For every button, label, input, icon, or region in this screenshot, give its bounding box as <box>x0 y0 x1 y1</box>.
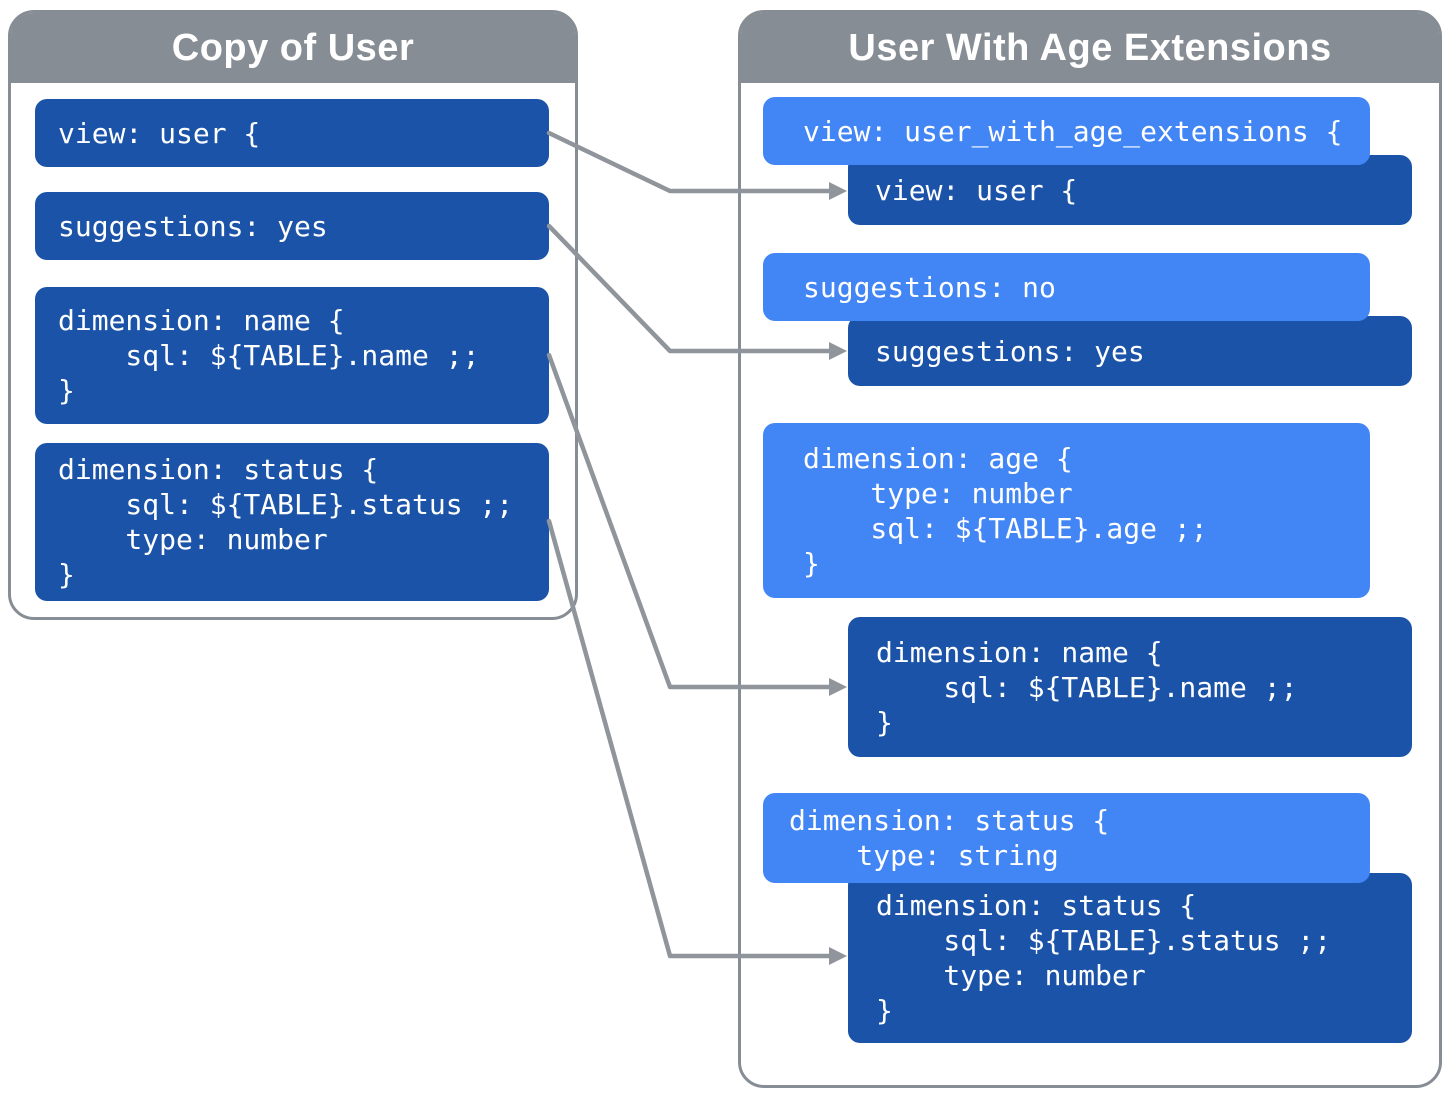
code-box-dimension-status: dimension: status { sql: ${TABLE}.status… <box>35 443 549 601</box>
code-box-dimension-name: dimension: name { sql: ${TABLE}.name ;; … <box>35 287 549 424</box>
right-panel-title: User With Age Extensions <box>848 26 1332 69</box>
code-box-view-extended: view: user_with_age_extensions { <box>763 97 1370 165</box>
left-panel-header: Copy of User <box>11 13 575 83</box>
code-box-dimension-age: dimension: age { type: number sql: ${TAB… <box>763 423 1370 598</box>
code-box-dimension-status-override: dimension: status { type: string <box>763 793 1370 883</box>
code-box-suggestions-yes: suggestions: yes <box>35 192 549 260</box>
code-box-dimension-status-inherited: dimension: status { sql: ${TABLE}.status… <box>848 873 1412 1043</box>
code-box-dimension-name-inherited: dimension: name { sql: ${TABLE}.name ;; … <box>848 617 1412 757</box>
code-box-view-inherited: view: user { <box>848 155 1412 225</box>
left-panel-title: Copy of User <box>171 26 415 69</box>
code-box-suggestions-inherited: suggestions: yes <box>848 316 1412 386</box>
code-box-view-user: view: user { <box>35 99 549 167</box>
right-panel-header: User With Age Extensions <box>741 13 1439 83</box>
code-box-suggestions-override: suggestions: no <box>763 253 1370 321</box>
